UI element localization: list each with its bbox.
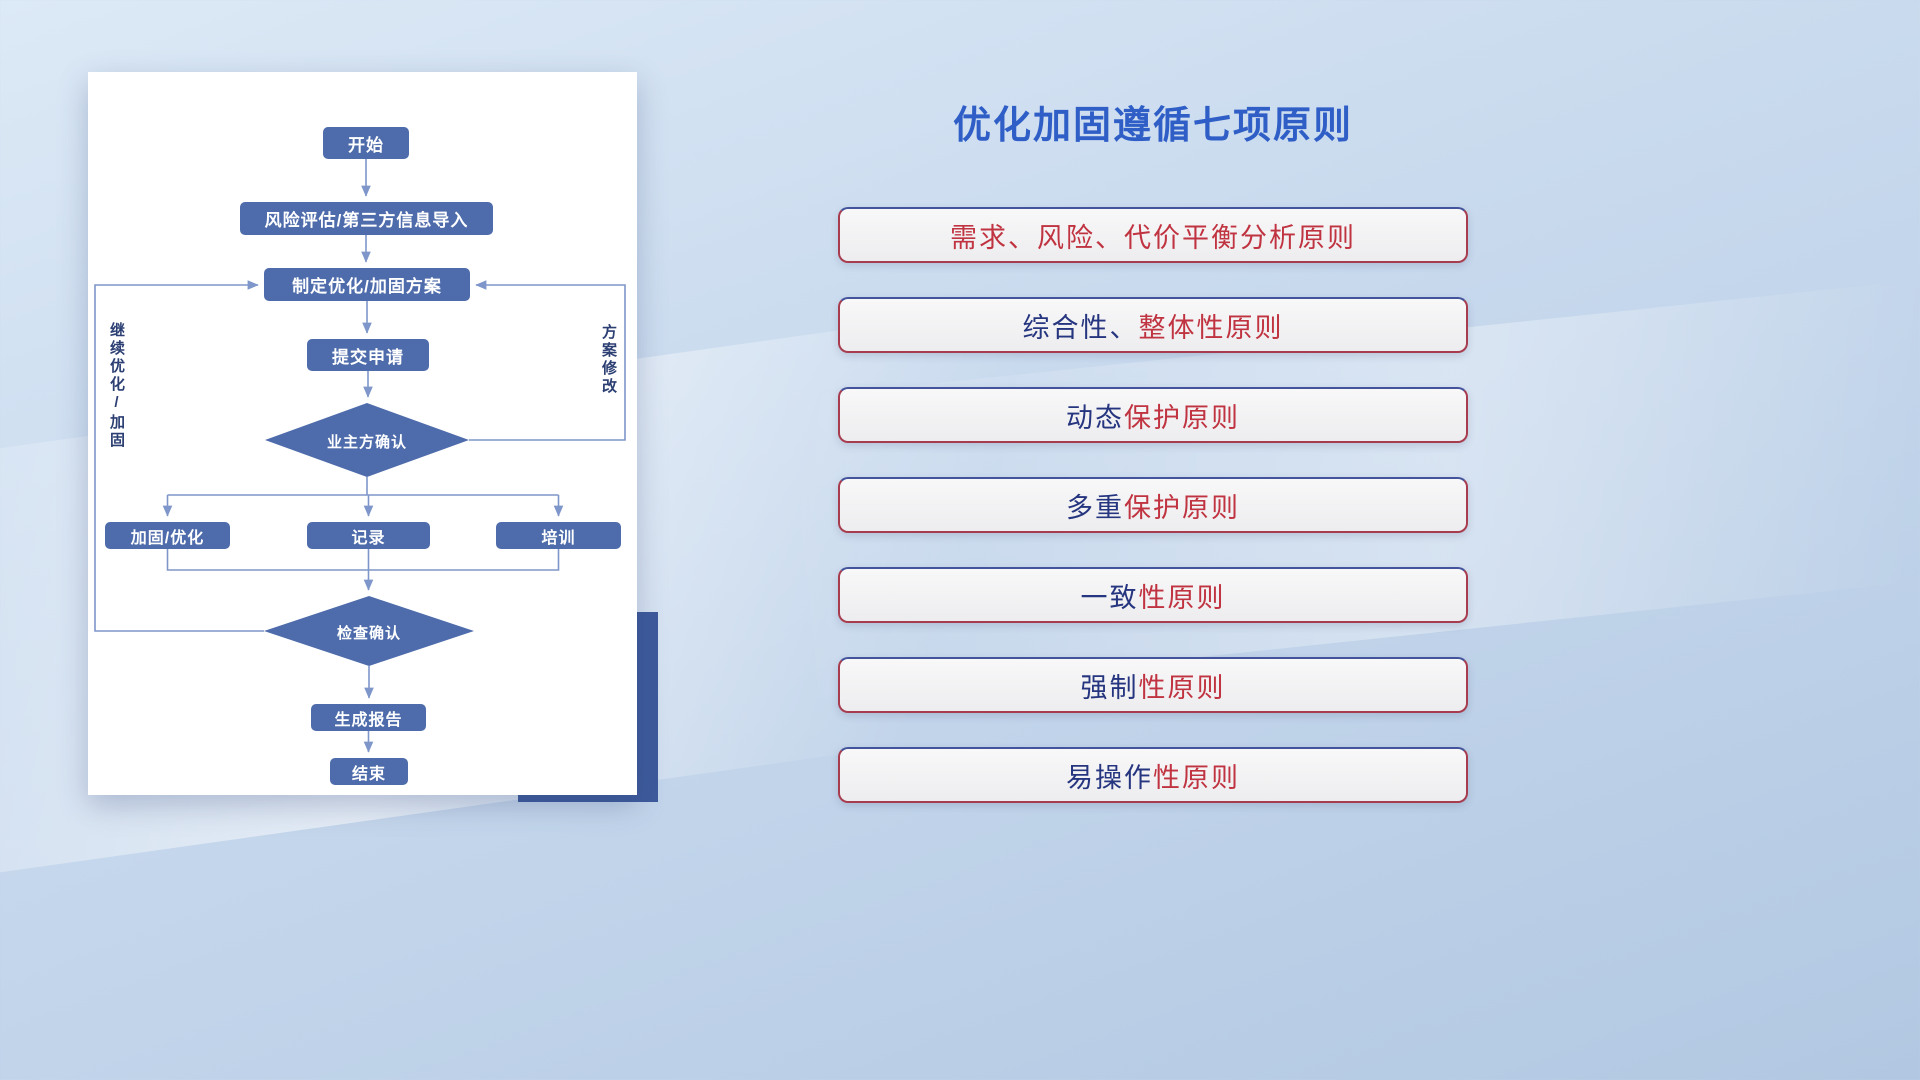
principle-text-prefix: 易操作 [1066, 762, 1153, 793]
principle-item-4: 多重保护原则 [838, 477, 1468, 533]
flow-node-risk-assessment: 风险评估/第三方信息导入 [240, 202, 493, 235]
flow-node-end: 结束 [330, 758, 408, 785]
principle-text-suffix: 需求、风险、代价平衡分析原则 [950, 222, 1356, 253]
page-title: 优化加固遵循七项原则 [952, 105, 1353, 147]
principle-item-2: 综合性、整体性原则 [838, 297, 1468, 353]
flow-node-check-confirm: 检查确认 [336, 625, 401, 642]
flow-node-submit-request: 提交申请 [307, 339, 429, 371]
flow-node-record: 记录 [307, 522, 430, 549]
principle-text-suffix: 性原则 [1138, 582, 1226, 613]
principle-item-7: 易操作性原则 [838, 747, 1468, 803]
principle-text-prefix: 一致 [1080, 582, 1139, 613]
principle-item-1: 需求、风险、代价平衡分析原则 [838, 207, 1468, 263]
principle-text-suffix: 保护原则 [1124, 402, 1240, 433]
principle-text-prefix: 动态 [1066, 402, 1124, 433]
flow-node-training: 培训 [496, 522, 621, 549]
principle-text-suffix: 整体性原则 [1138, 312, 1284, 343]
flow-node-start: 开始 [323, 127, 409, 159]
principle-item-3: 动态保护原则 [838, 387, 1468, 443]
principle-text-suffix: 性原则 [1138, 672, 1226, 703]
flow-node-make-plan: 制定优化/加固方案 [264, 268, 470, 301]
principle-text-prefix: 多重 [1066, 492, 1124, 523]
flow-node-owner-confirm: 业主方确认 [326, 434, 407, 451]
principle-text-suffix: 保护原则 [1124, 492, 1240, 523]
loop-label-plan-revision: 方案修改 [600, 324, 617, 396]
principle-text-prefix: 综合性、 [1022, 312, 1139, 343]
loop-label-continue-optimize: 继续优化/加固 [108, 322, 125, 450]
flow-node-generate-report: 生成报告 [311, 704, 426, 731]
principle-text-prefix: 强制 [1080, 672, 1139, 703]
principle-text-suffix: 性原则 [1153, 762, 1240, 793]
flowchart-card: 开始 风险评估/第三方信息导入 制定优化/加固方案 提交申请 业主方确认 加固/… [88, 72, 637, 795]
principles-panel: 优化加固遵循七项原则 需求、风险、代价平衡分析原则 综合性、整体性原则 动态保护… [838, 94, 1468, 837]
flow-node-reinforce-optimize: 加固/优化 [105, 522, 230, 549]
principle-item-5: 一致性原则 [838, 567, 1468, 623]
principle-item-6: 强制性原则 [838, 657, 1468, 713]
